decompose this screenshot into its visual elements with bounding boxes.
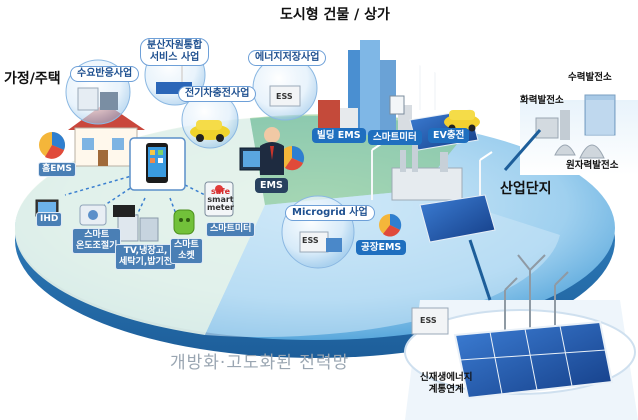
- label-factory-ems: 공장EMS: [356, 240, 407, 255]
- bubble-label-ev-charging: 전기차충전사업: [178, 86, 257, 102]
- label-smart-meter-building: 스마트미터: [368, 130, 422, 145]
- bubble-label-demand-response: 수요반응사업: [70, 66, 140, 82]
- label-smart-thermostat: 스마트 온도조절기: [72, 228, 122, 254]
- smartphone-illustration: [129, 137, 186, 191]
- appliances-device: [113, 205, 159, 242]
- label-home-ems: 홈EMS: [38, 162, 76, 177]
- meter-word-1: safe: [210, 187, 231, 196]
- tv-line-2: 세탁기,밥기전: [119, 257, 173, 267]
- renewable-ess-box: [411, 307, 449, 335]
- renewable-line-1: 신재생에너지: [420, 372, 473, 383]
- label-hydro-plant: 수력발전소: [568, 72, 612, 83]
- thermostat-line-2: 온도조절기: [76, 241, 118, 251]
- smart-meter-building-icon: [389, 95, 405, 115]
- section-home: 가정/주택: [4, 71, 61, 87]
- socket-line-1: 스마트: [174, 240, 199, 250]
- label-ev-charging: EV충전: [428, 128, 470, 143]
- label-ess-microgrid: ESS: [302, 236, 319, 245]
- label-nuclear-plant: 원자력발전소: [566, 160, 619, 171]
- label-tv-appliances: TV,냉장고, 세탁기,밥기전: [115, 244, 177, 270]
- thermostat-line-1: 스마트: [84, 230, 110, 240]
- bubble-ev-charging: [181, 91, 239, 149]
- distributed-line-1: 분산자원통합: [147, 40, 203, 51]
- renewable-line-2: 계통연계: [428, 384, 464, 395]
- home-pie-icon: [39, 132, 65, 159]
- factory-illustration: [371, 141, 496, 243]
- label-ess-renewable: ESS: [420, 316, 437, 325]
- label-ihd: IHD: [36, 212, 63, 227]
- bottom-caption: 개방화·고도화된 전력망: [170, 353, 350, 373]
- wind-turbines-city: [411, 51, 447, 110]
- bubble-label-energy-storage: 에너지저장사업: [248, 50, 327, 66]
- label-renewable-grid: 신재생에너지 계통연계: [420, 372, 472, 396]
- smart-meter-device: [204, 181, 234, 217]
- label-building-ems: 빌딩 EMS: [312, 128, 366, 143]
- label-safe-smart-meter: safe smart meter: [207, 188, 234, 212]
- label-ems: EMS: [255, 178, 288, 193]
- label-smart-meter-home: 스마트미터: [206, 222, 256, 237]
- ems-operator-illustration: [239, 127, 284, 175]
- distributed-line-2: 서비스 사업: [149, 52, 200, 63]
- renewable-solar: [453, 320, 614, 400]
- power-plants-group: [503, 94, 638, 175]
- tv-line-1: TV,냉장고,: [123, 246, 168, 256]
- meter-word-3: meter: [207, 203, 234, 212]
- smart-socket-device: [173, 209, 195, 235]
- label-thermal-plant: 화력발전소: [520, 95, 564, 106]
- thermostat-device: [79, 204, 107, 226]
- section-industrial: 산업단지: [500, 181, 552, 197]
- label-smart-socket: 스마트 소켓: [170, 238, 203, 264]
- meter-word-2: smart: [207, 195, 234, 204]
- factory-pie-icon: [379, 213, 402, 237]
- label-ess-storage: ESS: [276, 92, 293, 101]
- grid-link-line: [468, 239, 492, 301]
- bubble-label-microgrid: Microgrid 사업: [285, 205, 375, 221]
- ems-pie-icon: [280, 145, 305, 171]
- bubble-label-distributed-resource: 분산자원통합 서비스 사업: [140, 38, 210, 66]
- city-buildings: [318, 40, 412, 135]
- bubble-energy-storage: [252, 55, 318, 121]
- socket-line-2: 소켓: [178, 251, 195, 261]
- page-title: 도시형 건물 / 상가: [280, 7, 390, 23]
